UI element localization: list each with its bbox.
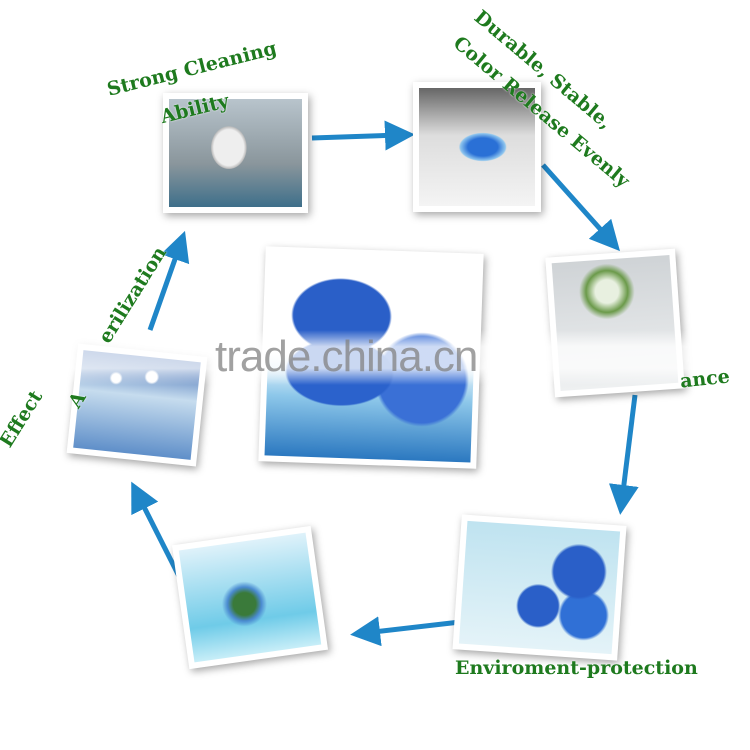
label-environment: Enviroment-protection (455, 657, 698, 679)
arrow-2 (541, 163, 620, 252)
watermark-band (0, 330, 750, 385)
blue-tablets-photo (452, 514, 627, 661)
blue-water-photo (413, 82, 541, 212)
arrow-1 (311, 120, 415, 151)
arrow-6 (147, 230, 190, 331)
toilet-photo (163, 93, 308, 213)
arrow-3 (608, 394, 639, 515)
tank-photo (171, 525, 329, 670)
watermark-text: trade.china.cn (215, 332, 478, 381)
arrow-4 (350, 616, 461, 647)
